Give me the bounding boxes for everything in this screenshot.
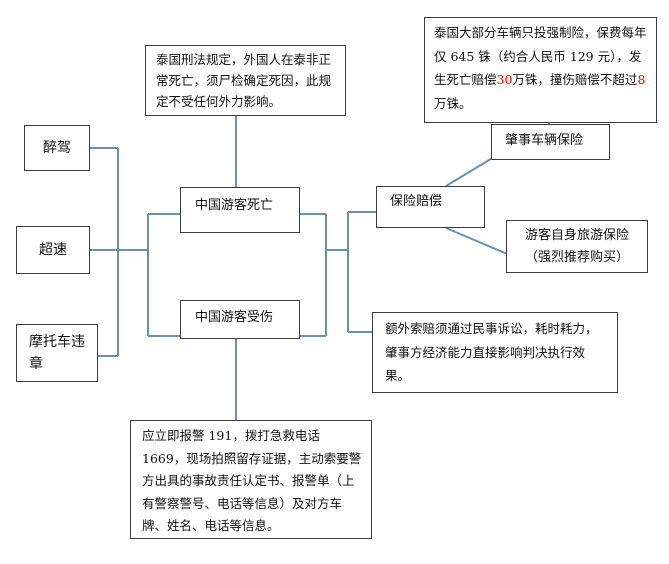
note-police-report: 应立即报警 191，拨打急救电话 1669，现场拍照留存证据，主动索要警方出具的… <box>130 420 372 539</box>
node-travel-insurance-label: 游客自身旅游保险 <box>524 228 629 243</box>
node-travel-insurance-note: （强烈推荐购买） <box>524 250 629 265</box>
node-vehicle-insurance-label: 肇事车辆保险 <box>505 133 584 148</box>
node-insurance: 保险赔偿 <box>376 186 485 228</box>
note-civil-lawsuit-text: 额外索赔须通过民事诉讼，耗时耗力，肇事方经济能力直接影响判决执行效果。 <box>385 321 598 383</box>
node-insurance-label: 保险赔偿 <box>390 194 443 209</box>
connector-insurance-to-travel <box>445 227 513 257</box>
note-civil-lawsuit: 额外索赔须通过民事诉讼，耗时耗力，肇事方经济能力直接影响判决执行效果。 <box>372 312 618 393</box>
node-motorcycle-violation: 摩托车违章 <box>16 324 98 382</box>
node-vehicle-insurance: 肇事车辆保险 <box>491 124 610 160</box>
note-compulsory-text-a: 泰国大部分车辆只投强制险，保费每年仅 645 铢（约合人民币 129 元），发生… <box>434 25 647 87</box>
note-compulsory-text-c: 万铢。 <box>434 95 472 111</box>
note-compulsory-text-b: 万铢，撞伤赔偿不超过 <box>512 72 638 87</box>
node-drunk-driving: 醉驾 <box>24 125 90 171</box>
note-compulsory-injury-amount: 8 <box>637 72 646 87</box>
note-thai-law-text: 泰国刑法规定，外国人在泰非正常死亡，须尸检确定死因，此规定不受任何外力影响。 <box>156 52 332 109</box>
node-death-label: 中国游客死亡 <box>195 198 274 213</box>
node-travel-insurance: 游客自身旅游保险 （强烈推荐购买） <box>506 220 648 273</box>
node-death: 中国游客死亡 <box>180 187 300 233</box>
node-drunk-driving-label: 醉驾 <box>43 140 71 156</box>
note-thai-law: 泰国刑法规定，外国人在泰非正常死亡，须尸检确定死因，此规定不受任何外力影响。 <box>145 45 346 116</box>
node-speeding: 超速 <box>16 226 90 274</box>
node-speeding-label: 超速 <box>39 242 67 258</box>
node-injury: 中国游客受伤 <box>180 300 300 339</box>
node-motorcycle-violation-label: 摩托车违章 <box>29 334 85 372</box>
note-police-report-text: 应立即报警 191，拨打急救电话 1669，现场拍照留存证据，主动索要警方出具的… <box>142 428 362 533</box>
node-injury-label: 中国游客受伤 <box>195 310 274 325</box>
note-compulsory-insurance: 泰国大部分车辆只投强制险，保费每年仅 645 铢（约合人民币 129 元），发生… <box>424 17 657 123</box>
note-compulsory-death-amount: 30 <box>496 72 513 87</box>
